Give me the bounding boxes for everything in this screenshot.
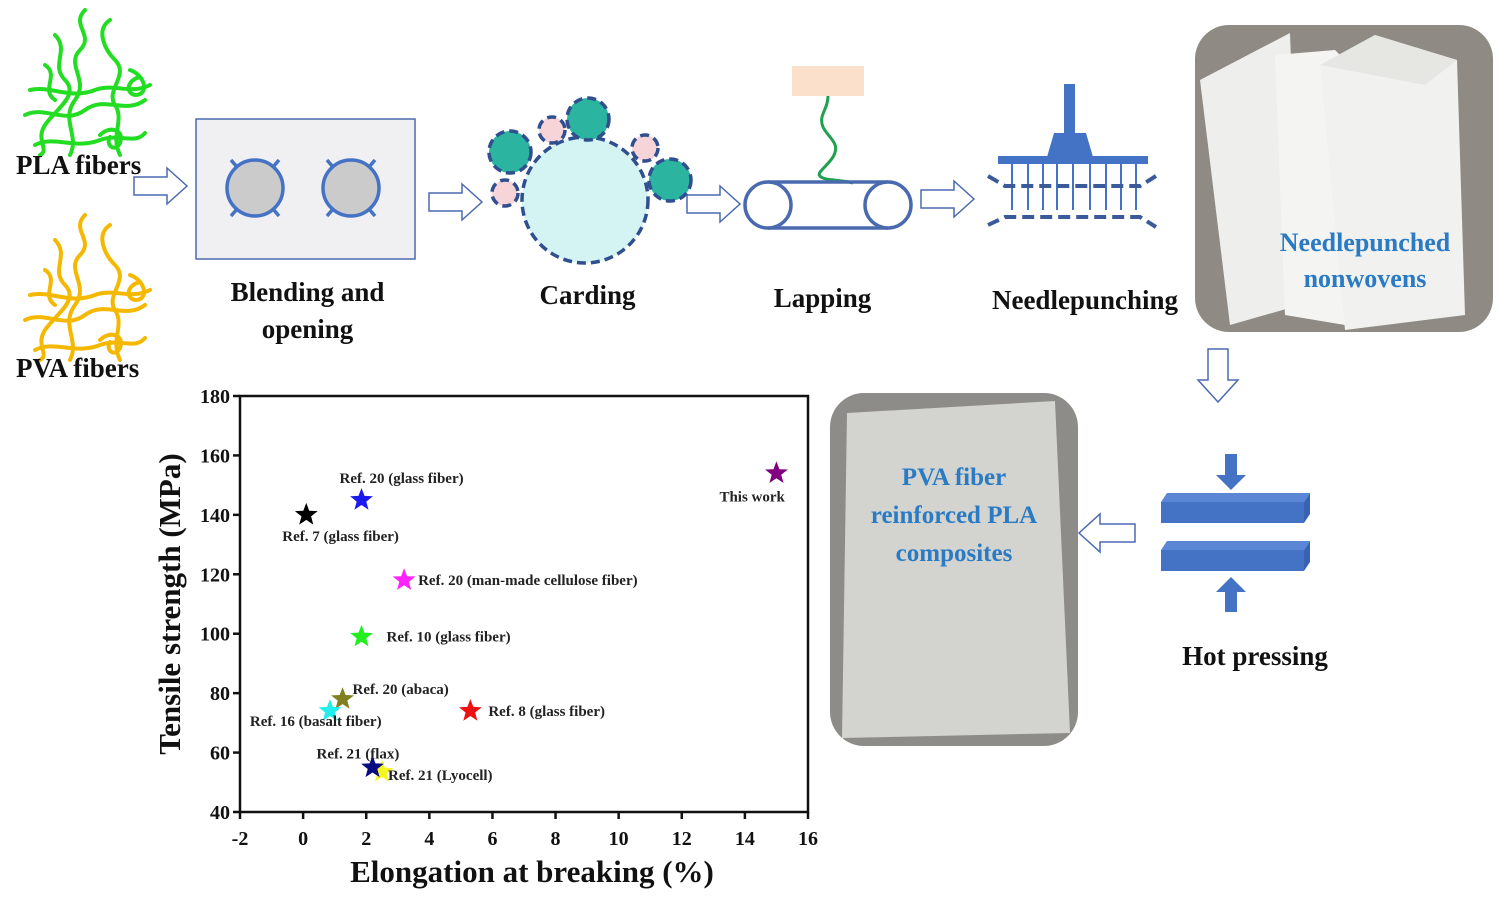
y-tick-label: 60 (210, 743, 230, 765)
data-point-label: Ref. 16 (basalt fiber) (250, 714, 382, 730)
y-tick-label: 160 (200, 445, 230, 467)
x-tick-label: 0 (298, 828, 308, 850)
step-label-carding: Carding (539, 280, 636, 310)
needlepunching-machine-illustration (986, 84, 1158, 229)
pva-fibers-illustration (23, 213, 152, 362)
data-points: Ref. 7 (glass fiber) Ref. 20 (glass fiber… (250, 461, 788, 784)
blending-machine-illustration (195, 118, 416, 260)
pla-fibers-label: PLA fibers (16, 150, 142, 180)
data-point-label: Ref. 8 (glass fiber) (488, 704, 605, 720)
carding-machine-illustration (487, 96, 693, 265)
x-tick-label: 8 (551, 828, 561, 850)
y-tick-label: 80 (210, 683, 230, 705)
axis-ticks: -2 0 2 4 6 8 10 12 14 16 40 60 80 100 120 140 160 180 (200, 386, 818, 850)
y-tick-label: 140 (200, 505, 230, 527)
x-tick-label: 16 (798, 828, 818, 850)
arrow-right-icon (920, 179, 976, 219)
composite-sheet (842, 401, 1070, 738)
data-point-star (765, 461, 788, 483)
nonwoven-sheets (1200, 33, 1465, 330)
arrow-right-icon (133, 166, 189, 206)
x-tick-label: 10 (609, 828, 629, 850)
data-point-star (361, 755, 384, 778)
data-point-label: Ref. 21 (flax) (317, 746, 400, 762)
pla-fibers-illustration (23, 8, 152, 157)
x-tick-label: 14 (735, 828, 755, 850)
y-tick-label: 120 (200, 564, 230, 586)
data-point-star (370, 759, 394, 782)
data-point-star (331, 687, 354, 709)
data-point-label: Ref. 10 (glass fiber) (386, 630, 510, 646)
hot-press-illustration (1161, 454, 1310, 612)
pva-fibers-label: PVA fibers (16, 353, 140, 383)
step-label-hot-pressing: Hot pressing (1182, 641, 1328, 671)
data-point-star (350, 488, 373, 510)
lapping-machine-illustration (743, 66, 913, 230)
x-tick-label: -2 (232, 828, 249, 850)
y-tick-label: 40 (210, 802, 230, 824)
data-point-label: Ref. 7 (glass fiber) (282, 529, 399, 545)
y-axis-title: Tensile strength (MPa) (152, 453, 187, 754)
nonwovens-caption: Needlepunched nonwovens (1279, 228, 1451, 293)
composite-caption: PVA fiber reinforced PLA composites (870, 464, 1038, 567)
nonwovens-photo: Needlepunched nonwovens (1195, 25, 1493, 332)
composite-photo: PVA fiber reinforced PLA composites (830, 393, 1078, 746)
plot-frame (238, 394, 810, 814)
x-tick-label: 4 (424, 828, 434, 850)
x-tick-label: 6 (487, 828, 497, 850)
data-point-label: Ref. 21 (Lyocell) (388, 768, 493, 784)
data-point-star (392, 568, 416, 590)
step-label-blending: Blending and opening (230, 277, 385, 344)
data-point-star (318, 699, 342, 721)
step-label-needlepunching: Needlepunching (991, 285, 1179, 315)
arrow-down-icon (1196, 348, 1240, 404)
x-axis-title: Elongation at breaking (%) (350, 854, 714, 889)
arrow-right-icon (428, 182, 484, 222)
y-tick-label: 180 (200, 386, 230, 408)
data-point-label: This work (719, 489, 785, 505)
data-point-label: Ref. 20 (abaca) (353, 682, 449, 698)
x-tick-label: 2 (361, 828, 371, 850)
data-point-label: Ref. 20 (glass fiber) (339, 471, 463, 487)
data-point-label: Ref. 20 (man-made cellulose fiber) (418, 573, 638, 589)
data-point-star (294, 502, 318, 525)
step-label-lapping: Lapping (773, 283, 872, 313)
x-tick-label: 12 (672, 828, 692, 850)
arrow-left-icon (1077, 512, 1136, 554)
data-point-star (458, 699, 482, 721)
arrow-right-icon (686, 184, 742, 224)
plot-area (238, 394, 810, 814)
data-point-star (350, 624, 373, 647)
y-tick-label: 100 (200, 624, 230, 646)
